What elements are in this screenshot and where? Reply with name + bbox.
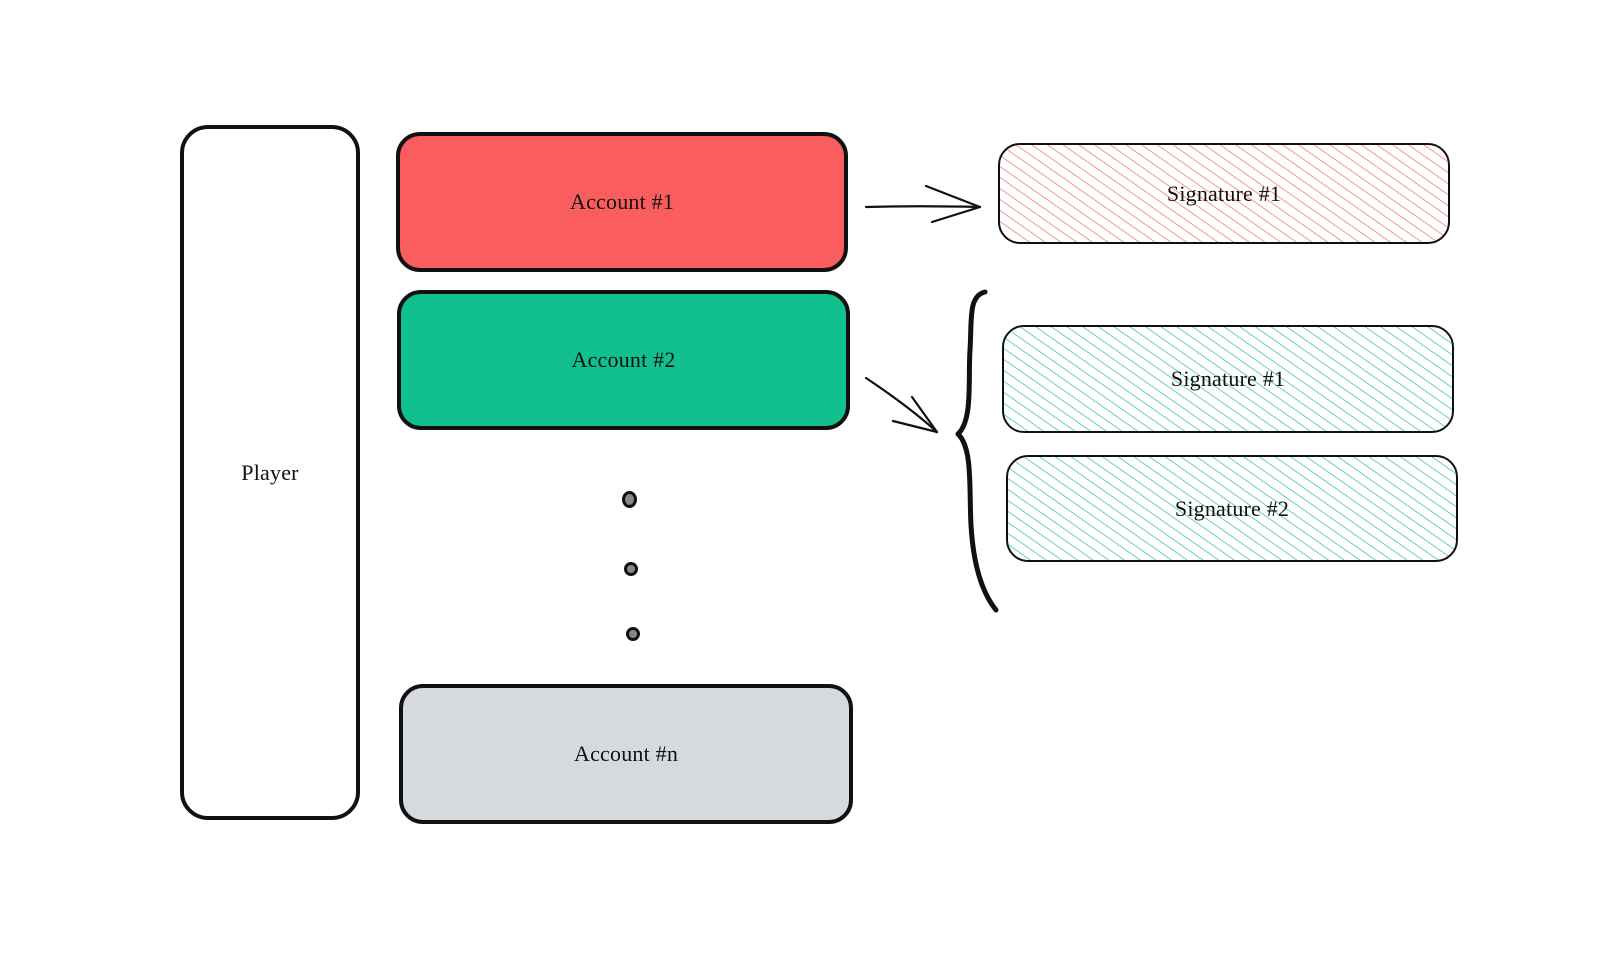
green-hatch-pattern [1004,327,1452,431]
account-1-signature-1-box: Signature #1 [998,143,1450,244]
account-2-signature-2-box: Signature #2 [1006,455,1458,562]
account-n-box: Account #n [399,684,853,824]
account-2-signature-1-box: Signature #1 [1002,325,1454,433]
curly-brace [955,289,999,613]
ellipsis-dot-1 [622,491,637,508]
account-1-box: Account #1 [396,132,848,272]
account-2-signature-1-label: Signature #1 [1170,366,1286,391]
account-n-label: Account #n [573,741,679,766]
ellipsis-dot-3 [626,627,640,641]
player-box: Player [180,125,360,820]
arrow-account-2-to-signatures [864,376,939,434]
account-1-signature-1-label: Signature #1 [1166,180,1282,206]
account-2-box: Account #2 [397,290,850,430]
ellipsis-dot-2 [624,562,638,576]
player-label: Player [241,459,299,485]
arrow-account-1-to-signature [864,184,982,224]
account-2-label: Account #2 [571,347,676,372]
red-hatch-pattern [1000,145,1448,242]
account-2-signature-2-label: Signature #2 [1174,495,1290,521]
account-1-label: Account #1 [569,189,675,214]
green-hatch-pattern [1008,457,1456,560]
